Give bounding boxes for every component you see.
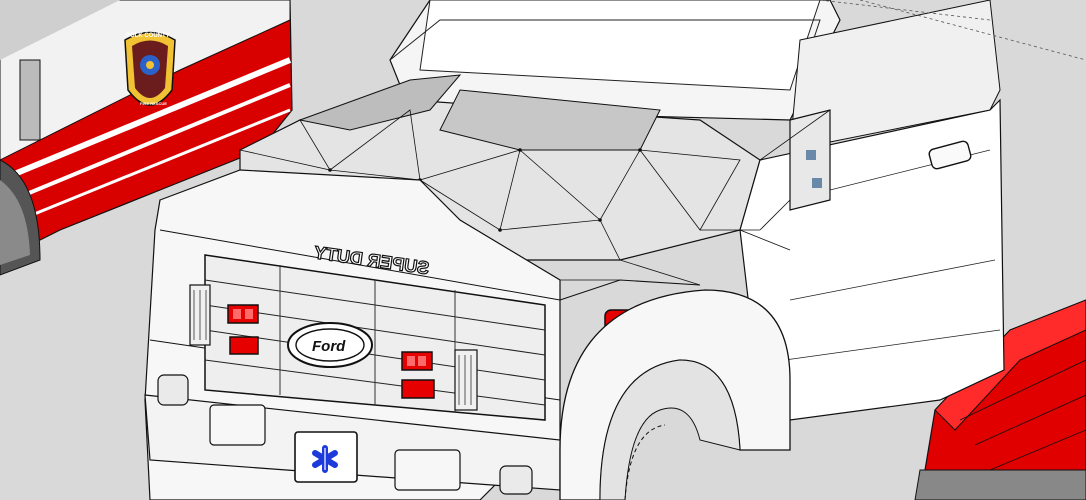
star-of-life-icon bbox=[312, 445, 338, 473]
right-red-vehicle[interactable] bbox=[914, 299, 1086, 500]
front-fender bbox=[559, 279, 791, 500]
warning-light bbox=[227, 304, 259, 324]
ford-oval-icon: Ford bbox=[287, 322, 373, 368]
fire-department-badge-icon: POLK COUNTY FIRE RESCUE bbox=[124, 31, 176, 106]
right-headlight bbox=[454, 349, 478, 411]
white-truck-model[interactable]: SUPER DUTY Ford bbox=[144, 0, 1086, 500]
door-handle bbox=[928, 140, 972, 170]
ford-badge-text: Ford bbox=[312, 338, 346, 355]
warning-light bbox=[229, 336, 259, 355]
badge-subtext: FIRE RESCUE bbox=[140, 101, 167, 106]
fog-light-left bbox=[157, 374, 189, 406]
tow-hook-left bbox=[209, 404, 266, 446]
warning-light bbox=[401, 379, 435, 399]
badge-text: POLK COUNTY bbox=[126, 33, 170, 39]
tow-hook-right bbox=[394, 449, 461, 491]
warning-light bbox=[401, 351, 433, 371]
fog-light-right bbox=[499, 465, 533, 495]
left-fire-truck[interactable]: POLK COUNTY FIRE RESCUE bbox=[0, 0, 293, 276]
